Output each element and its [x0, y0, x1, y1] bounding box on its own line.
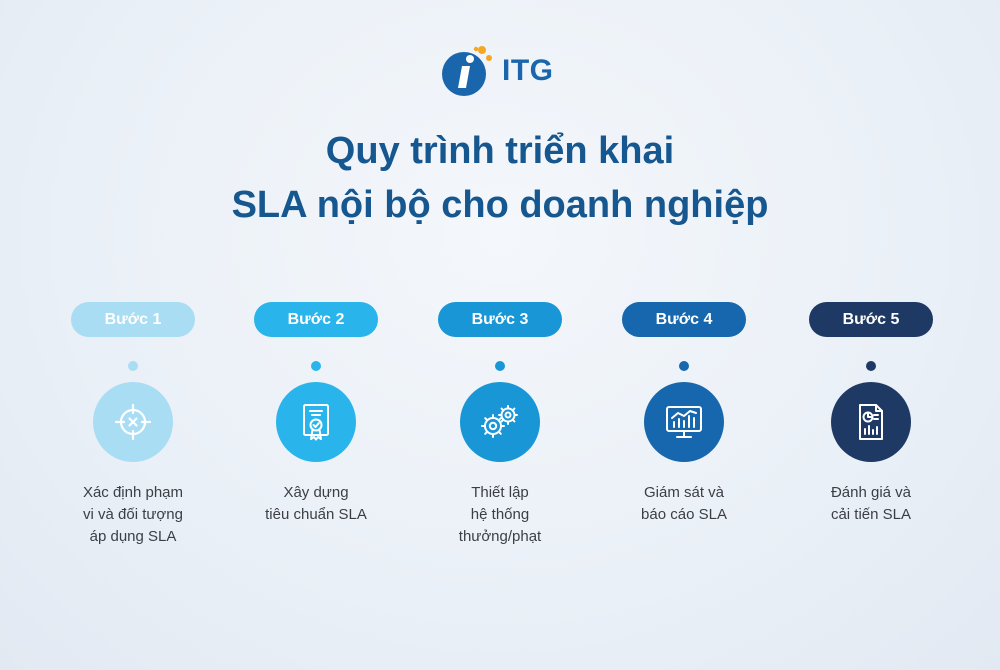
- target-crosshair-icon: [114, 403, 152, 441]
- report-document-icon: [859, 404, 883, 440]
- step-5-icon-circle: [831, 382, 911, 462]
- step-3-badge: Bước 3: [438, 302, 562, 337]
- step-5-description: Đánh giá và cải tiến SLA: [830, 484, 912, 523]
- step-4-description: Giám sát và báo cáo SLA: [641, 484, 727, 523]
- step-1-description: Xác định phạm vi và đối tượng áp dụng SL…: [82, 484, 184, 545]
- step-5-badge: Bước 5: [809, 302, 933, 337]
- gears-icon: [481, 405, 518, 438]
- step-3-description: Thiết lập hệ thống thưởng/phạt: [458, 484, 542, 545]
- page-title-line-1: Quy trình triển khai: [325, 130, 675, 172]
- brand-name: ITG: [502, 54, 554, 87]
- step-3-dot: [495, 361, 505, 371]
- certificate-icon: [303, 404, 329, 441]
- step-4-icon-circle: [644, 382, 724, 462]
- step-2-description: Xây dựng tiêu chuẩn SLA: [265, 484, 367, 523]
- step-2-icon-circle: [276, 382, 356, 462]
- step-3-icon-circle: [460, 382, 540, 462]
- itg-logo-icon: [442, 46, 492, 96]
- brand-logo: ITG: [440, 44, 554, 98]
- step-2-badge: Bước 2: [254, 302, 378, 337]
- step-1-dot: [128, 361, 138, 371]
- step-5-dot: [866, 361, 876, 371]
- step-4-badge: Bước 4: [622, 302, 746, 337]
- page-title-line-2: SLA nội bộ cho doanh nghiệp: [231, 184, 769, 226]
- step-1-icon-circle: [93, 382, 173, 462]
- step-4-dot: [679, 361, 689, 371]
- step-2-dot: [311, 361, 321, 371]
- monitor-chart-icon: [666, 406, 702, 438]
- step-1-badge: Bước 1: [71, 302, 195, 337]
